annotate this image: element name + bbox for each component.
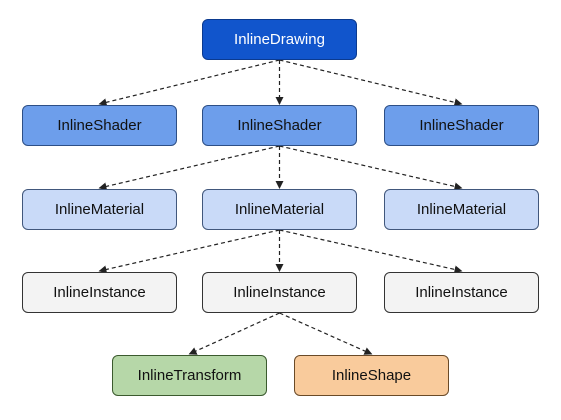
node-inline-instance-left[interactable]: InlineInstance	[22, 272, 177, 313]
edge-instance_center-to-shape	[279, 312, 373, 355]
node-label: InlineDrawing	[234, 31, 325, 48]
node-label: InlineInstance	[415, 284, 508, 301]
node-inline-instance-center[interactable]: InlineInstance	[202, 272, 357, 313]
node-inline-material-left[interactable]: InlineMaterial	[22, 189, 177, 230]
node-inline-shader-left[interactable]: InlineShader	[22, 105, 177, 146]
node-label: InlineInstance	[233, 284, 326, 301]
node-inline-drawing[interactable]: InlineDrawing	[202, 19, 357, 60]
node-label: InlineTransform	[137, 367, 242, 384]
node-label: InlineMaterial	[416, 201, 507, 218]
node-label: InlineMaterial	[234, 201, 325, 218]
node-inline-transform[interactable]: InlineTransform	[112, 355, 267, 396]
edge-instance_center-to-transform	[188, 312, 280, 355]
edge-drawing-to-shader_right	[279, 59, 463, 107]
node-inline-material-right[interactable]: InlineMaterial	[384, 189, 539, 230]
edge-material_center-to-instance_left	[98, 229, 280, 274]
node-inline-shape[interactable]: InlineShape	[294, 355, 449, 396]
node-label: InlineShape	[331, 367, 412, 384]
edge-shader_center-to-material_left	[98, 145, 280, 191]
node-label: InlineShader	[419, 117, 504, 134]
node-inline-material-center[interactable]: InlineMaterial	[202, 189, 357, 230]
node-inline-shader-center[interactable]: InlineShader	[202, 105, 357, 146]
node-label: InlineShader	[57, 117, 142, 134]
node-label: InlineInstance	[53, 284, 146, 301]
edge-material_center-to-instance_right	[279, 229, 463, 274]
node-inline-instance-right[interactable]: InlineInstance	[384, 272, 539, 313]
edge-drawing-to-shader_left	[98, 59, 280, 107]
node-label: InlineMaterial	[54, 201, 145, 218]
edge-shader_center-to-material_right	[279, 145, 463, 191]
node-label: InlineShader	[237, 117, 322, 134]
node-inline-shader-right[interactable]: InlineShader	[384, 105, 539, 146]
